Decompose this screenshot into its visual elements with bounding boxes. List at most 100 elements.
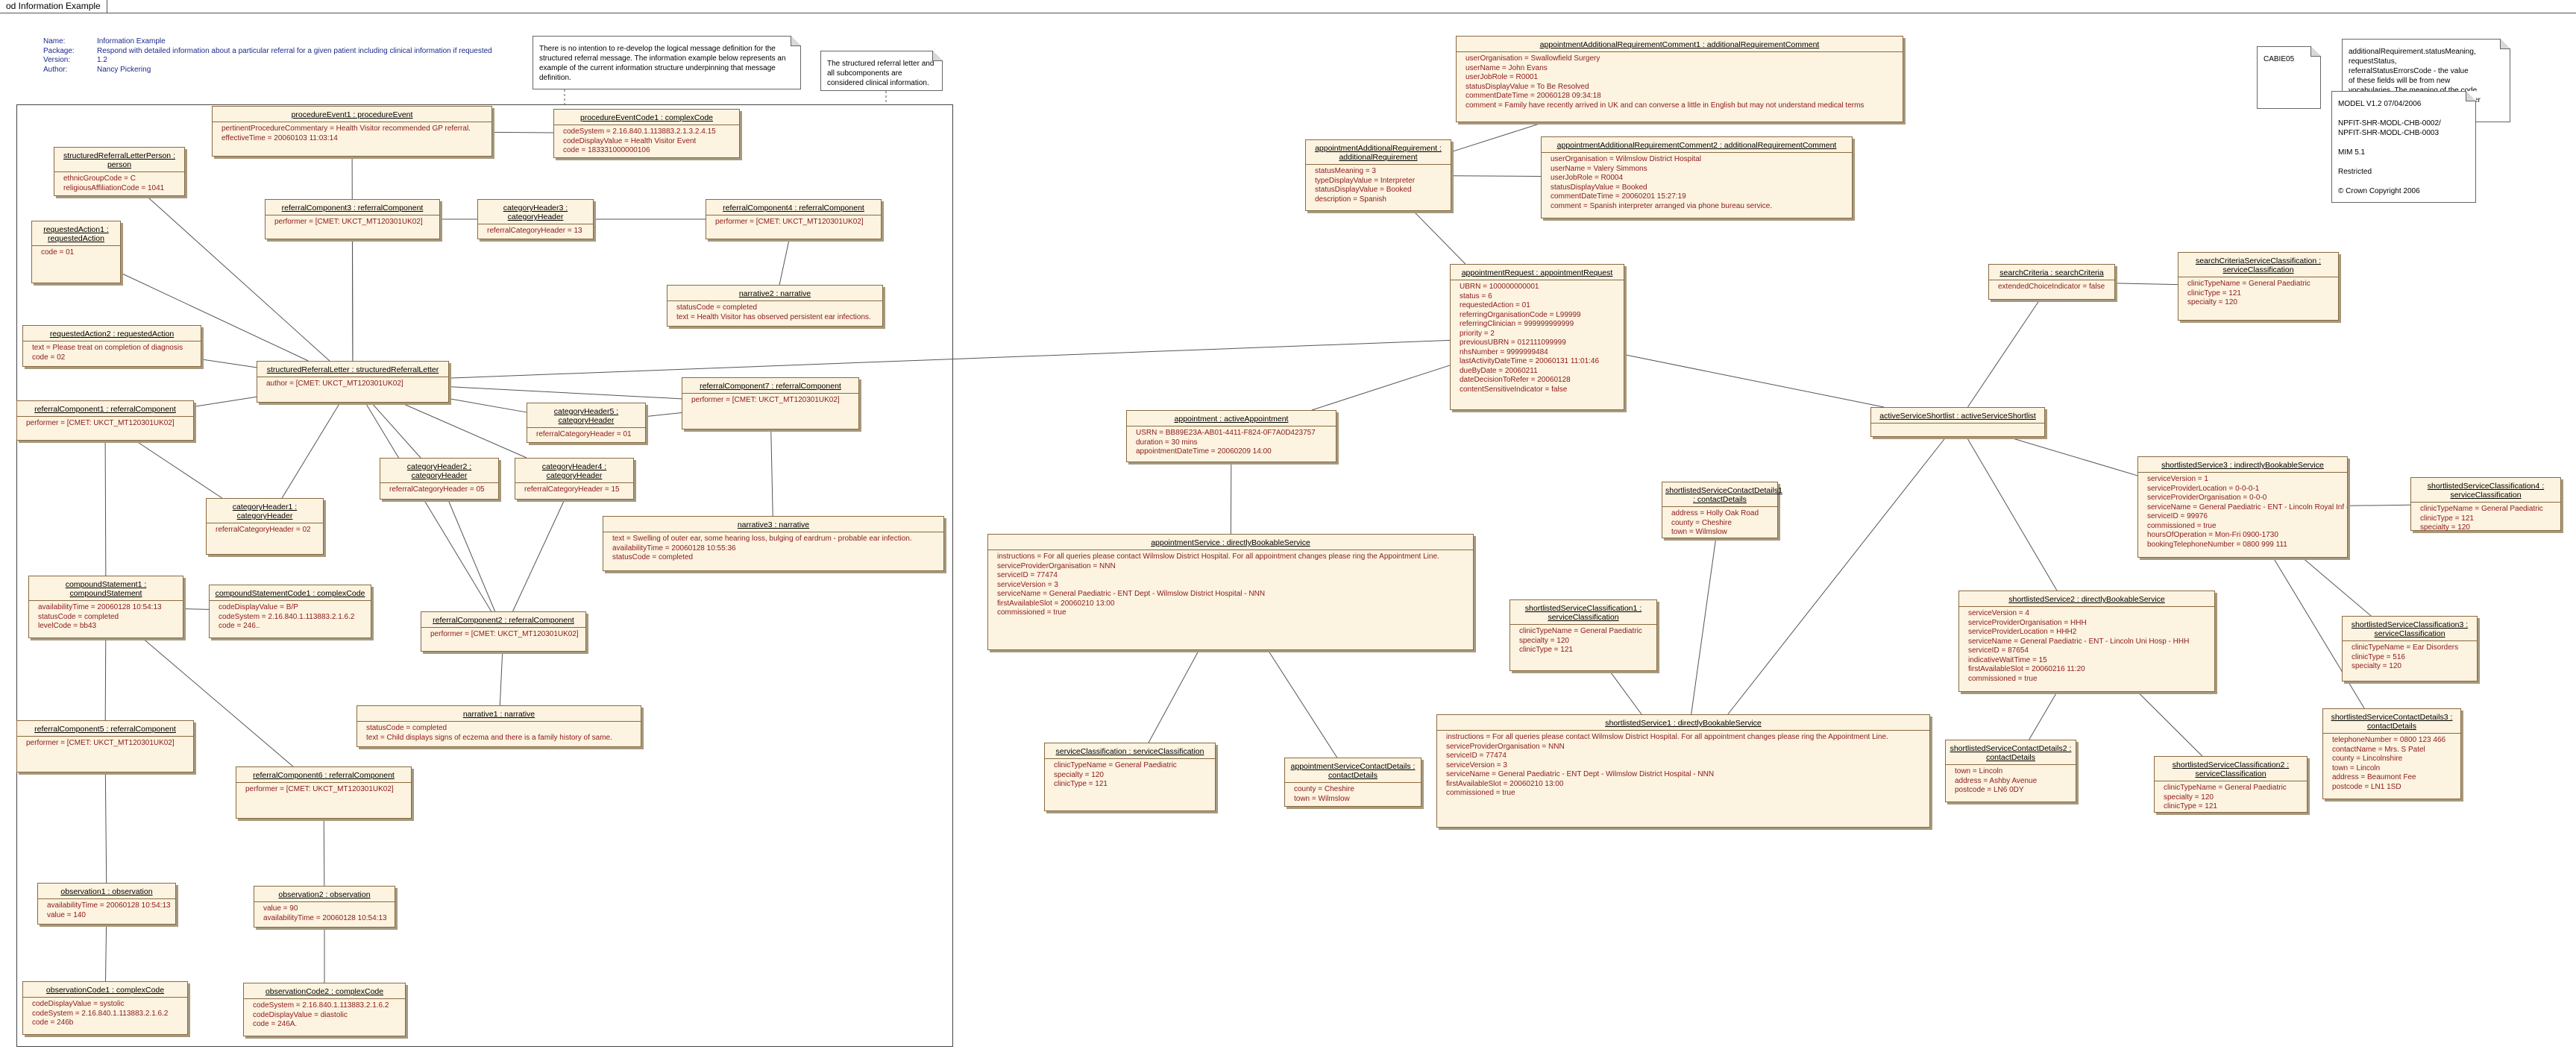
- object-ascd[interactable]: appointmentServiceContactDetails : conta…: [1284, 758, 1421, 807]
- object-title: shortlistedServiceClassification2 : serv…: [2172, 761, 2290, 778]
- association-srl-rc7: [448, 386, 682, 400]
- object-attribute: codeDisplayValue = diastolic: [253, 1010, 348, 1019]
- object-ss3[interactable]: shortlistedService3 : indirectlyBookable…: [2137, 456, 2348, 558]
- object-divider: [1959, 606, 2214, 607]
- object-sscd3[interactable]: shortlistedServiceContactDetails3 : cont…: [2322, 708, 2461, 799]
- object-attributes: performer = [CMET: UKCT_MT120301UK02]: [17, 737, 193, 752]
- association-ass-ss3: [2007, 436, 2138, 476]
- metadata-key: Name:: [43, 37, 66, 45]
- object-divider: [421, 627, 585, 628]
- object-attribute: specialty = 120: [2187, 298, 2237, 306]
- object-title: shortlistedServiceContactDetails3 : cont…: [2331, 713, 2453, 731]
- note-line: MIM 5.1: [2338, 148, 2366, 157]
- object-attribute: typeDisplayValue = Interpreter: [1315, 176, 1416, 185]
- object-attribute: userJobRole = R0004: [1551, 174, 1624, 182]
- object-attribute: contactName = Mrs. S Patel: [2332, 745, 2425, 754]
- note-body: There is no intention to re-develop the …: [533, 36, 801, 89]
- object-divider: [23, 997, 187, 998]
- object-attribute: availabilityTime = 20060128 10:54:13: [263, 913, 387, 922]
- object-attribute: serviceName = General Paediatric - ENT D…: [1446, 770, 1715, 778]
- object-aar[interactable]: appointmentAdditionalRequirement : addit…: [1305, 139, 1451, 211]
- object-ass[interactable]: activeServiceShortlist : activeServiceSh…: [1870, 407, 2045, 437]
- object-attribute: specialty = 120: [2420, 523, 2470, 532]
- object-title: compoundStatementCode1 : complexCode: [215, 589, 365, 598]
- object-attributes: performer = [CMET: UKCT_MT120301UK02]: [17, 417, 193, 432]
- object-aarc2[interactable]: appointmentAdditionalRequirementComment2…: [1541, 136, 1853, 218]
- object-sssc2[interactable]: shortlistedServiceClassification2 : serv…: [2154, 756, 2308, 813]
- association-aarc2-aar: [1451, 175, 1542, 177]
- object-attribute: value = 90: [263, 904, 298, 913]
- object-scsc[interactable]: searchCriteriaServiceClassification : se…: [2178, 252, 2339, 321]
- object-sscd1[interactable]: shortlistedServiceContactDetails1 : cont…: [1662, 482, 1782, 538]
- object-attribute: codeSystem = 2.16.840.1.113883.2.1.6.2: [219, 612, 355, 621]
- object-sscd2[interactable]: shortlistedServiceContactDetails2 : cont…: [1945, 740, 2076, 802]
- object-as[interactable]: appointmentService : directlyBookableSer…: [987, 534, 1474, 650]
- object-attribute: serviceProviderOrganisation = HHH: [1968, 618, 2087, 627]
- object-sssc1[interactable]: shortlistedServiceClassification1 : serv…: [1510, 599, 1657, 671]
- object-title: appointmentAdditionalRequirementComment1…: [1539, 40, 1820, 49]
- object-attribute: codeSystem = 2.16.840.1.113883.2.1.6.2: [32, 1009, 169, 1018]
- object-ascl[interactable]: serviceClassification : serviceClassific…: [1044, 743, 1216, 811]
- association-rc1-cs1: [104, 440, 107, 576]
- object-attribute: county = Cheshire: [1294, 785, 1354, 793]
- note-line: Restricted: [2338, 168, 2372, 176]
- object-aarc1[interactable]: appointmentAdditionalRequirementComment1…: [1456, 36, 1903, 122]
- object-attribute: performer = [CMET: UKCT_MT120301UK02]: [715, 218, 864, 226]
- object-ss2[interactable]: shortlistedService2 : directlyBookableSe…: [1958, 591, 2215, 692]
- object-attribute: commentDateTime = 20060201 15:27:19: [1551, 192, 1686, 201]
- object-csc1[interactable]: compoundStatementCode1 : complexCode code…: [209, 585, 371, 638]
- object-attribute: description = Spanish: [1315, 195, 1386, 204]
- note-line: The structured referral letter and: [827, 60, 934, 68]
- object-attribute: clinicType = 121: [2164, 802, 2217, 810]
- object-attribute: address = Ashby Avenue: [1955, 776, 2038, 785]
- object-title: serviceClassification : serviceClassific…: [1055, 747, 1204, 756]
- note-line: There is no intention to re-develop the …: [539, 45, 776, 53]
- note-line: of these fields will be from new: [2349, 77, 2451, 85]
- object-sssc4[interactable]: shortlistedServiceClassification4 : serv…: [2410, 477, 2561, 532]
- object-attribute: duration = 30 mins: [1136, 438, 1198, 447]
- object-divider: [515, 482, 633, 483]
- object-attribute: appointmentDateTime = 20060209 14:00: [1136, 447, 1272, 456]
- object-divider: [2323, 733, 2460, 734]
- object-ss1[interactable]: shortlistedService1 : directlyBookableSe…: [1436, 714, 1930, 828]
- object-title: categoryHeader5 : categoryHeader: [553, 407, 619, 425]
- object-srl[interactable]: structuredReferralLetter : structuredRef…: [257, 361, 449, 403]
- object-divider: [244, 998, 405, 999]
- object-sssc3[interactable]: shortlistedServiceClassification3 : serv…: [2342, 616, 2478, 681]
